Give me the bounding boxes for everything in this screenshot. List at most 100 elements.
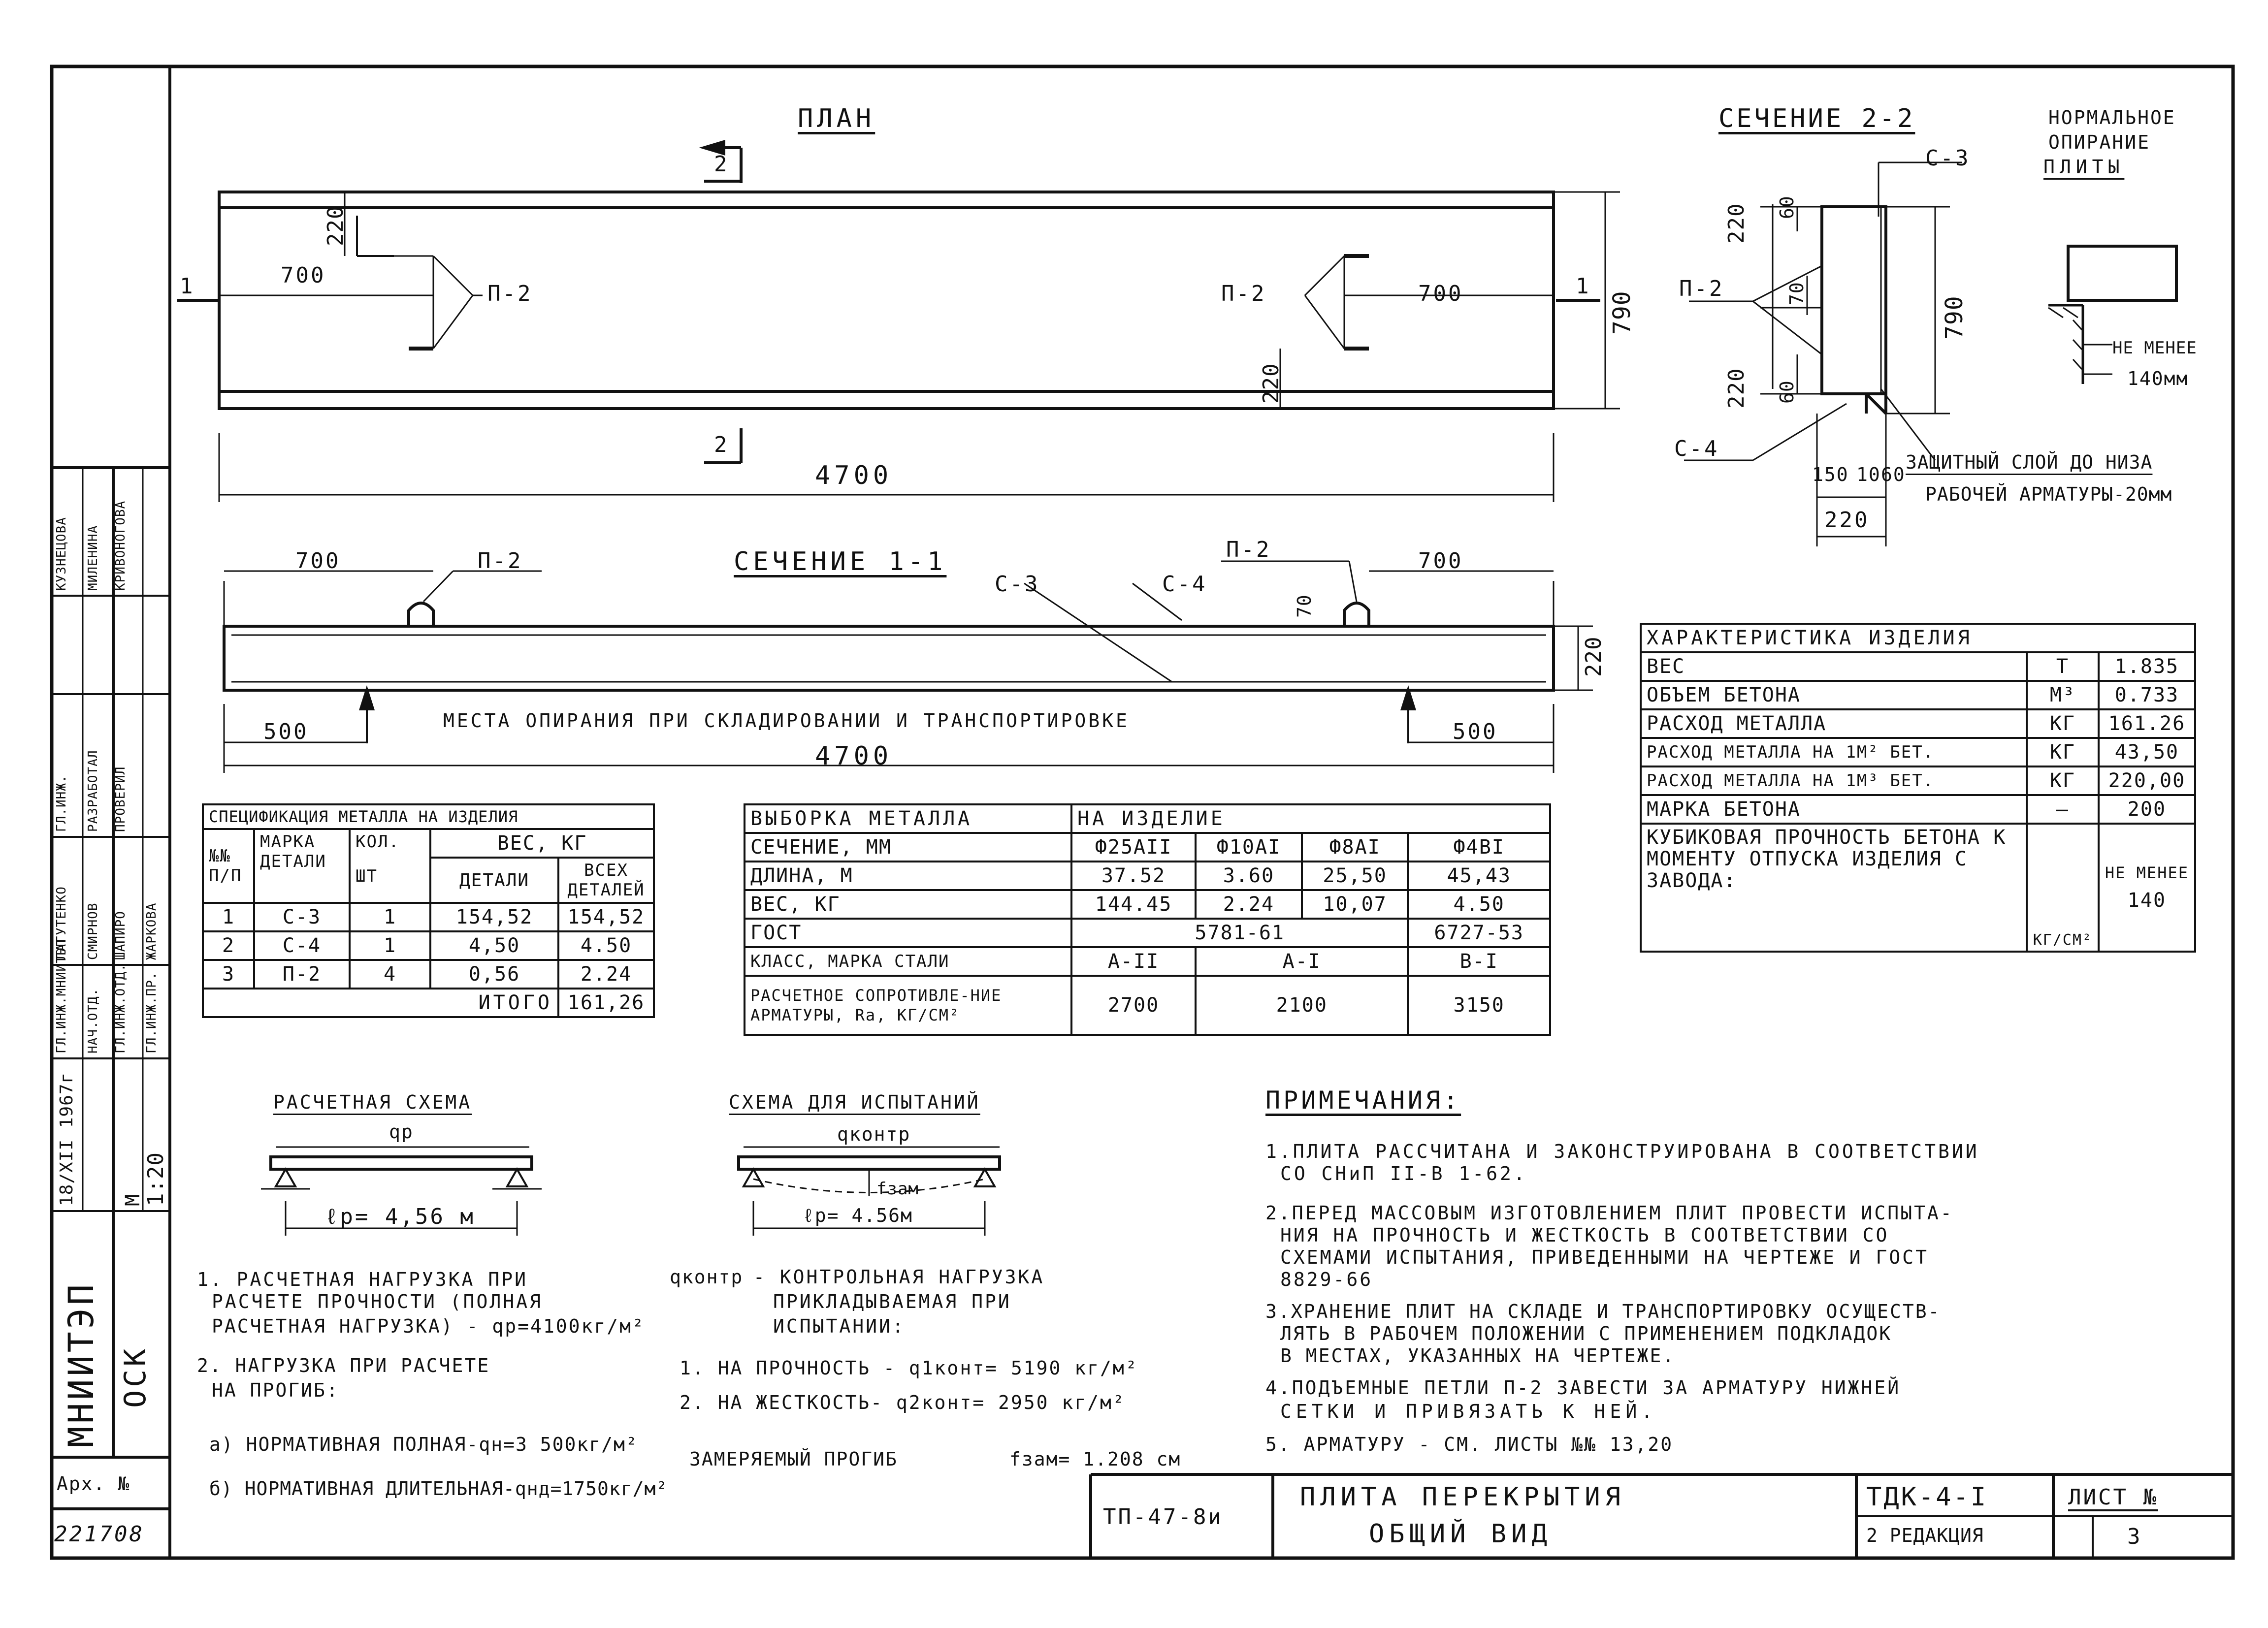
section11-loop-label-right: П-2	[1226, 537, 1271, 562]
plan-loop-label-left: П-2	[487, 281, 533, 306]
ctrl-line-2: ПРИКЛАДЫВАЕМАЯ ПРИ	[773, 1291, 1011, 1312]
support-title-1: НОРМАЛЬНОЕ	[2048, 107, 2176, 128]
plan-dim-left-700: 700	[281, 263, 326, 288]
stamp-dept: ОСК	[118, 1345, 153, 1408]
section11-title: СЕЧЕНИЕ 1-1	[734, 547, 947, 576]
test-title: СХЕМА ДЛЯ ИСПЫТАНИЙ	[729, 1091, 980, 1113]
stamp-arch-label: Арх. №	[57, 1473, 130, 1495]
selection-weight: 144.45	[1070, 889, 1197, 920]
loads-line-1: 1. РАСЧЕТНАЯ НАГРУЗКА ПРИ	[197, 1269, 528, 1290]
spec-row-qty: 1	[348, 930, 432, 961]
spec-row-qty: 1	[348, 902, 432, 932]
titleblock-sheet-label: ЛИСТ №	[2068, 1485, 2158, 1510]
char-row-name: ОБЪЕМ БЕТОНА	[1640, 680, 2028, 710]
stamp-name: ЖАРКОВА	[144, 902, 159, 960]
section11-dim-70: 70	[1294, 594, 1315, 618]
stamp-arch: 221708	[54, 1522, 144, 1547]
support-title-3: ПЛИТЫ	[2043, 156, 2125, 178]
note-1b: СО СНиП II-В 1-62.	[1280, 1163, 1527, 1184]
section11-dim-right-500: 500	[1453, 719, 1498, 744]
stamp-name: МИЛЕНИНА	[86, 525, 100, 591]
char-row-unit: Т	[2026, 651, 2100, 682]
stamp-role: ПРОВЕРИЛ	[113, 766, 128, 832]
selection-length: 37.52	[1070, 861, 1197, 891]
spec-row-w: 0,56	[429, 959, 559, 990]
support-min-2: 140мм	[2127, 368, 2189, 389]
note-2b: НИЯ НА ПРОЧНОСТЬ И ЖЕСТКОСТЬ В СООТВЕТСТ…	[1280, 1224, 1889, 1246]
plan-dim-top-220: 220	[323, 205, 348, 246]
char-row-value: 220,00	[2097, 766, 2197, 796]
stamp-role: НАЧ.ОТД.	[86, 988, 100, 1053]
char-strength-name: КУБИКОВАЯ ПРОЧНОСТЬ БЕТОНА К МОМЕНТУ ОТП…	[1640, 823, 2028, 953]
spec-header-qty-unit: ШТ	[356, 866, 378, 886]
selection-weight: 4.50	[1407, 889, 1551, 920]
stamp-name: ШАПИРО	[113, 911, 128, 960]
calc-title: РАСЧЕТНАЯ СХЕМА	[273, 1091, 472, 1113]
stamp-scale-label: М	[122, 1193, 144, 1206]
stamp-date: 18/XII 1967г	[57, 1072, 77, 1206]
section22-c4-label: С-4	[1674, 436, 1719, 461]
loads-line-7: б) НОРМАТИВНАЯ ДЛИТЕЛЬНАЯ-qнд=1750кг/м²	[209, 1478, 668, 1500]
section11-dim-220: 220	[1581, 636, 1606, 677]
loads-line-5: НА ПРОГИБ:	[212, 1379, 339, 1401]
selection-row-weight: ВЕС, КГ	[744, 889, 1072, 920]
plan-title: ПЛАН	[798, 104, 875, 133]
selection-class-2: А-I	[1195, 946, 1409, 977]
spec-row-n: 2	[202, 930, 255, 961]
selection-row-class: КЛАСС, МАРКА СТАЛИ	[744, 946, 1072, 977]
selection-title-1: ВЫБОРКА МЕТАЛЛА	[744, 803, 1072, 834]
section11-loop-label-left: П-2	[478, 548, 523, 574]
note-3c: В МЕСТАХ, УКАЗАННЫХ НА ЧЕРТЕЖЕ.	[1280, 1345, 1676, 1367]
section22-dim-790: 790	[1941, 295, 1968, 340]
calc-span: ℓр= 4,56 м	[325, 1204, 475, 1229]
titleblock-series: ТДК-4-I	[1866, 1482, 1988, 1512]
spec-header-detail: ДЕТАЛИ	[429, 857, 559, 904]
selection-col: Ф25АII	[1070, 832, 1197, 862]
spec-header-qty-cell: КОЛ.ШТ	[348, 828, 432, 904]
ctrl-line-6: ЗАМЕРЯЕМЫЙ ПРОГИБ	[689, 1448, 898, 1470]
char-strength-value-2: 140	[2127, 889, 2167, 912]
section22-c3-label: С-3	[1925, 146, 1971, 171]
plan-section-mark-top: 2	[714, 152, 729, 177]
ctrl-line-3: ИСПЫТАНИИ:	[773, 1315, 906, 1337]
ctrl-line-1: - КОНТРОЛЬНАЯ НАГРУЗКА	[753, 1266, 1045, 1288]
char-row-unit: М³	[2026, 680, 2100, 710]
selection-class-3: В-I	[1407, 946, 1551, 977]
char-row-name: ВЕС	[1640, 651, 2028, 682]
support-title-2: ОПИРАНИЕ	[2048, 131, 2151, 153]
char-row-value: 1.835	[2097, 651, 2197, 682]
spec-header-mark: МАРКА ДЕТАЛИ	[253, 828, 351, 904]
stamp-name: КРИВОНОГОВА	[113, 500, 128, 591]
note-2c: СХЕМАМИ ИСПЫТАНИЯ, ПРИВЕДЕННЫМИ НА ЧЕРТЕ…	[1280, 1246, 1929, 1268]
section22-dim-220-bottom: 220	[1824, 508, 1870, 533]
plan-dim-790: 790	[1608, 290, 1636, 335]
loads-line-6: а) НОРМАТИВНАЯ ПОЛНАЯ-qн=3 500кг/м²	[209, 1434, 638, 1455]
ctrl-line-4: 1. НА ПРОЧНОСТЬ - q1конт= 5190 кг/м²	[680, 1357, 1138, 1379]
section22-title: СЕЧЕНИЕ 2-2	[1718, 104, 1915, 133]
spec-title: СПЕЦИФИКАЦИЯ МЕТАЛЛА НА ИЗДЕЛИЯ	[202, 803, 655, 830]
section22-dim-bottom-220: 220	[1724, 368, 1749, 409]
spec-row-all: 154,52	[557, 902, 655, 932]
section22-p2-label: П-2	[1679, 276, 1724, 301]
ctrl-line-5: 2. НА ЖЕСТКОСТЬ- q2конт= 2950 кг/м²	[680, 1392, 1126, 1413]
char-row-name: МАРКА БЕТОНА	[1640, 794, 2028, 825]
spec-header-all: ВСЕХ ДЕТАЛЕЙ	[557, 857, 655, 904]
spec-row-all: 4.50	[557, 930, 655, 961]
stamp-role: ГЛ.ИНЖ.	[54, 774, 69, 832]
selection-col: Ф8АI	[1300, 832, 1409, 862]
ctrl-line-7: fзам= 1.208 см	[1009, 1448, 1181, 1470]
section22-dim-70: 70	[1786, 282, 1808, 305]
section11-dim-left-500: 500	[263, 719, 309, 744]
selection-length: 45,43	[1407, 861, 1551, 891]
plan-dim-bottom-220: 220	[1259, 363, 1284, 404]
ctrl-q-symbol: qконтр	[670, 1266, 744, 1288]
char-row-name: РАСХОД МЕТАЛЛА НА 1М² БЕТ.	[1640, 737, 2028, 767]
test-f-label: fзам	[876, 1179, 919, 1199]
titleblock-name-1: ПЛИТА ПЕРЕКРЫТИЯ	[1300, 1482, 1625, 1512]
char-row-unit: КГ	[2026, 766, 2100, 796]
stamp-name: ЛАГУТЕНКО	[54, 886, 69, 960]
selection-length: 3.60	[1195, 861, 1303, 891]
selection-res-2: 2100	[1195, 975, 1409, 1036]
char-row-value: 43,50	[2097, 737, 2197, 767]
